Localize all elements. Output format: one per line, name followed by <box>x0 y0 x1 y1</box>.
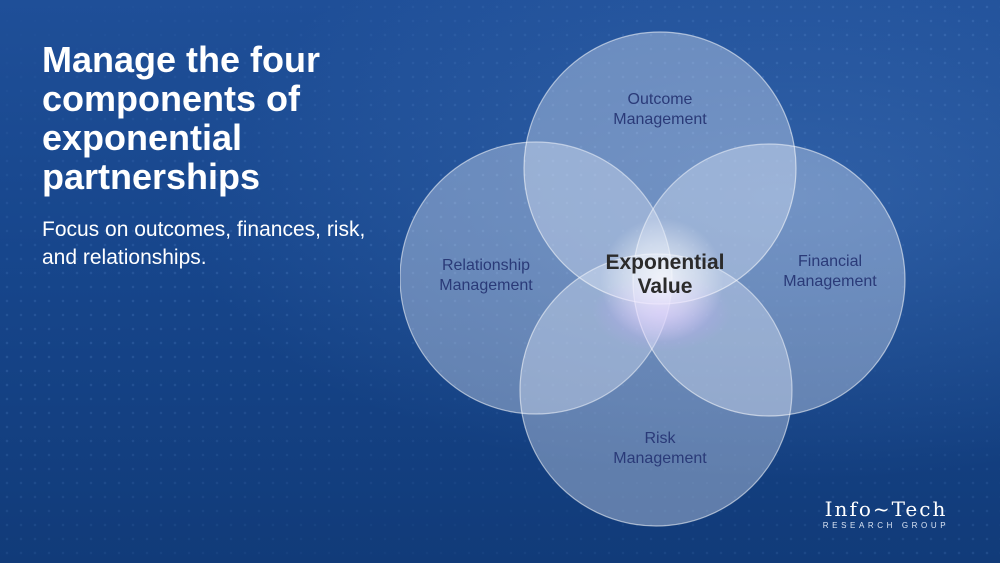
label-financial-line1: Financial <box>797 253 863 270</box>
logo-tagline: RESEARCH GROUP <box>822 521 950 530</box>
slide-subtitle: Focus on outcomes, finances, risk, and r… <box>42 218 366 269</box>
label-risk-line2: Management <box>613 450 707 467</box>
logo-wordmark: Info~Tech <box>824 497 948 521</box>
label-relationship-management: Relationship Management <box>406 256 566 296</box>
label-financial-line2: Management <box>783 273 877 290</box>
label-relationship-line1: Relationship <box>441 257 531 274</box>
label-outcome-line2: Management <box>613 111 707 128</box>
label-outcome-management: Outcome Management <box>580 90 740 130</box>
label-risk-management: Risk Management <box>580 429 740 469</box>
slide-title: Manage the four components of exponentia… <box>42 39 321 197</box>
label-risk-line1: Risk <box>644 430 676 447</box>
center-line2: Value <box>637 275 693 298</box>
center-label-exponential-value: Exponential Value <box>585 251 745 299</box>
label-financial-management: Financial Management <box>750 252 910 292</box>
venn-circles <box>400 31 906 527</box>
label-relationship-line2: Management <box>439 277 533 294</box>
center-line1: Exponential <box>605 251 725 274</box>
infotech-logo: Info~Tech RESEARCH GROUP <box>806 498 966 532</box>
center-glow <box>600 218 724 342</box>
label-outcome-line1: Outcome <box>627 91 693 108</box>
venn-diagram: Outcome Management Financial Management … <box>400 22 920 532</box>
